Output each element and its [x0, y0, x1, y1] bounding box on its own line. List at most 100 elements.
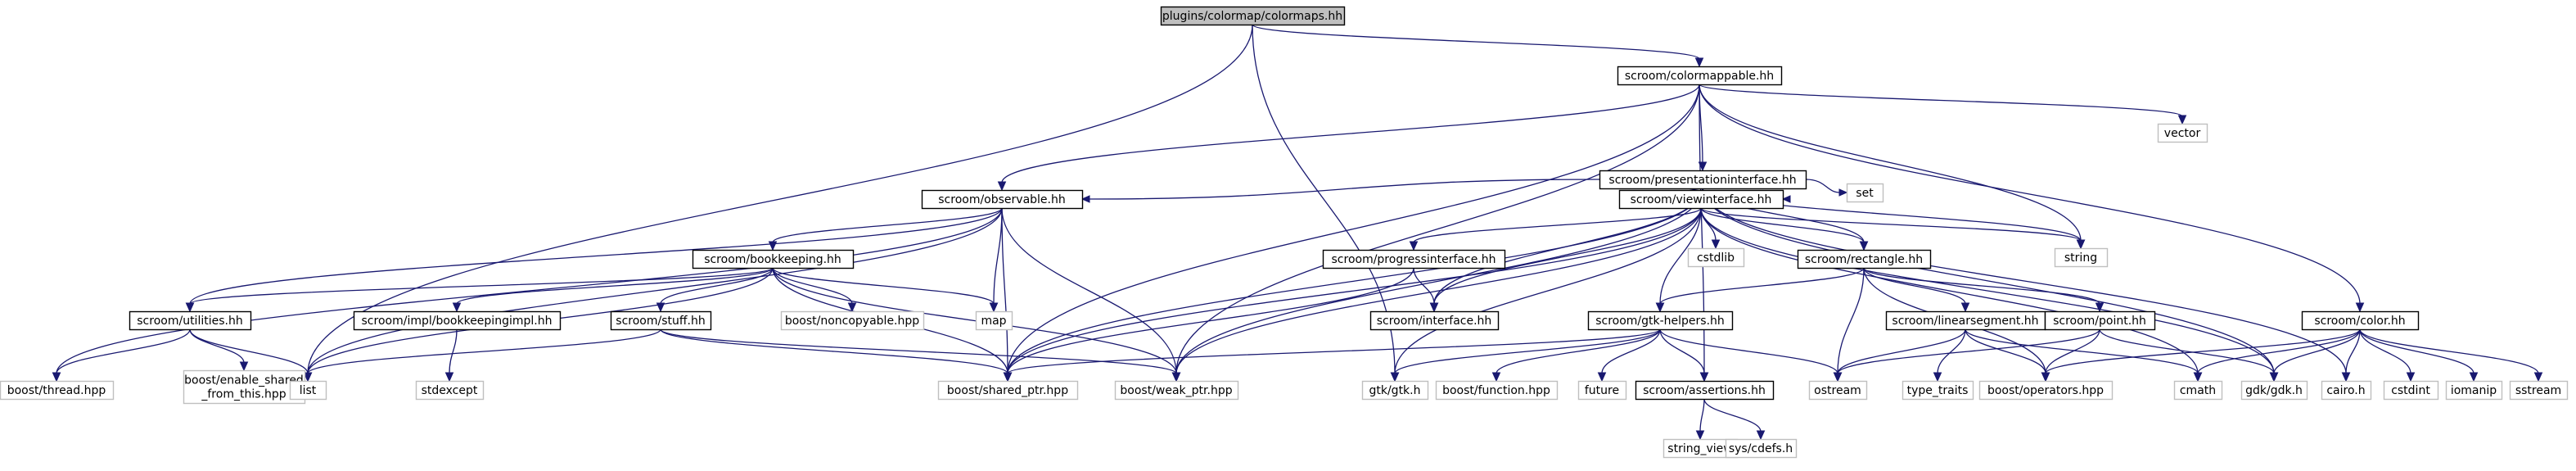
node-observable[interactable]: scroom/observable.hh: [921, 189, 1084, 210]
edge-color-to-cmath: [2197, 328, 2361, 374]
node-enableshared: boost/enable_shared_from_this.hpp: [183, 369, 306, 405]
node-utilities[interactable]: scroom/utilities.hh: [129, 310, 252, 331]
edge-bookkeeping-to-map: [772, 267, 995, 305]
edge-observable-to-threadhpp: [56, 207, 1003, 374]
node-box-typetraits: [1902, 380, 1974, 401]
node-rectangle[interactable]: scroom/rectangle.hh: [1797, 249, 1932, 269]
arrowhead-viewinterface-to-cstdlib: [1711, 239, 1721, 250]
node-box-point: [2044, 310, 2156, 331]
node-root[interactable]: plugins/colormap/colormaps.hh: [1160, 6, 1346, 26]
node-linearsegment[interactable]: scroom/linearsegment.hh: [1885, 310, 2046, 331]
node-label-gdkh: gdk/gdk.h: [2245, 384, 2303, 397]
node-sstream: sstream: [2509, 380, 2569, 401]
node-box-sstream: [2509, 380, 2569, 401]
node-bookkeeping[interactable]: scroom/bookkeeping.hh: [692, 249, 855, 269]
node-box-syscdefs: [1725, 438, 1798, 459]
node-point[interactable]: scroom/point.hh: [2044, 310, 2156, 331]
node-box-interface: [1369, 310, 1500, 331]
node-viewinterface[interactable]: scroom/viewinterface.hh: [1618, 189, 1784, 210]
node-label-assertions: scroom/assertions.hh: [1643, 384, 1766, 397]
edge-viewinterface-to-gtkhelpers: [1659, 207, 1702, 305]
node-box-presentationinterface: [1599, 170, 1807, 190]
node-box-future: [1577, 380, 1627, 401]
node-label-point: scroom/point.hh: [2053, 315, 2146, 328]
node-presentationinterface[interactable]: scroom/presentationinterface.hh: [1599, 170, 1807, 190]
node-gtkhelpers[interactable]: scroom/gtk-helpers.hh: [1587, 310, 1734, 331]
node-interface[interactable]: scroom/interface.hh: [1369, 310, 1500, 331]
node-label-cmath: cmath: [2180, 384, 2216, 397]
node-label-threadhpp: boost/thread.hpp: [7, 384, 106, 397]
edge-colormappable-to-vector: [1699, 84, 2183, 117]
edge-presentationinterface-to-weakptr: [1175, 188, 1703, 374]
node-box-cstdlib: [1687, 247, 1745, 268]
node-box-root: [1160, 6, 1346, 26]
edge-point-to-ostream: [1837, 328, 2100, 374]
edge-progressinterface-to-sharedptr: [1007, 267, 1414, 374]
node-colormappable[interactable]: scroom/colormappable.hh: [1617, 66, 1783, 86]
edge-viewinterface-to-gtkh: [1394, 207, 1702, 374]
node-box-gtkh: [1361, 380, 1429, 401]
edge-progressinterface-to-interface: [1413, 267, 1435, 305]
arrowhead-rectangle-to-point: [2095, 302, 2105, 313]
node-stringview: string_view: [1662, 438, 1739, 459]
edge-colormappable-to-color: [1699, 84, 2361, 305]
node-label-map: map: [981, 315, 1006, 328]
node-label-linearsegment: scroom/linearsegment.hh: [1892, 315, 2038, 328]
edge-color-to-cstdint: [2359, 328, 2411, 374]
node-box-threadhpp: [0, 380, 115, 401]
node-bookkeepingimpl[interactable]: scroom/impl/bookkeepingimpl.hh: [353, 310, 562, 331]
edge-point-to-gdkh: [2099, 328, 2275, 374]
arrowhead-bookkeeping-to-utilities: [185, 302, 195, 313]
edge-observable-to-map: [993, 207, 1003, 305]
node-label-noncopyable: boost/noncopyable.hpp: [785, 315, 919, 328]
node-cmath: cmath: [2173, 380, 2223, 401]
arrowhead-utilities-to-enableshared: [239, 361, 249, 372]
edge-linearsegment-to-cmath: [1965, 328, 2199, 374]
node-label-ostream: ostream: [1814, 384, 1861, 397]
edge-presentationinterface-to-sharedptr: [1007, 188, 1703, 374]
node-future: future: [1577, 380, 1627, 401]
edge-bookkeeping-to-bookkeepingimpl: [456, 267, 774, 305]
node-label-rectangle: scroom/rectangle.hh: [1805, 253, 1923, 266]
edge-bookkeeping-to-noncopyable: [772, 267, 853, 305]
node-label-string: string: [2064, 251, 2097, 265]
node-label-presentationinterface: scroom/presentationinterface.hh: [1608, 174, 1796, 187]
arrowhead-bookkeeping-to-noncopyable: [847, 302, 857, 313]
nodes-layer: plugins/colormap/colormaps.hh scroom/colo…: [0, 6, 2569, 459]
arrowhead-bookkeeping-to-map: [989, 302, 999, 313]
node-set: set: [1846, 183, 1884, 203]
edge-bookkeeping-to-stuff: [660, 267, 774, 305]
node-color[interactable]: scroom/color.hh: [2301, 310, 2420, 331]
arrowhead-colormappable-to-observable: [997, 181, 1007, 192]
edge-rectangle-to-point: [1863, 267, 2100, 305]
node-label-stuff: scroom/stuff.hh: [616, 315, 705, 328]
arrowhead-assertions-to-stringview: [1695, 430, 1705, 441]
node-box-ostream: [1808, 380, 1868, 401]
node-label-viewinterface: scroom/viewinterface.hh: [1631, 193, 1772, 206]
edge-color-to-iomanip: [2359, 328, 2474, 374]
node-stuff[interactable]: scroom/stuff.hh: [610, 310, 712, 331]
node-sharedptr: boost/shared_ptr.hpp: [937, 380, 1079, 401]
arrowhead-color-to-operators: [2041, 372, 2050, 383]
edge-point-to-operators: [2045, 328, 2100, 374]
arrowhead-viewinterface-to-progressinterface: [1409, 241, 1419, 251]
edge-observable-to-sharedptr: [1001, 207, 1008, 374]
edge-utilities-to-threadhpp: [56, 328, 191, 374]
node-label-observable: scroom/observable.hh: [938, 193, 1066, 206]
arrowhead-color-to-cstdint: [2406, 372, 2416, 383]
node-label-progressinterface: scroom/progressinterface.hh: [1332, 253, 1496, 266]
arrowhead-viewinterface-to-rectangle: [1859, 241, 1869, 251]
arrowhead-rectangle-to-gtkhelpers: [1655, 302, 1665, 313]
node-label-list: list: [300, 384, 317, 397]
node-label-cstdint: cstdint: [2391, 384, 2430, 397]
edge-stuff-to-list: [307, 328, 661, 374]
edge-gtkhelpers-to-future: [1601, 328, 1661, 374]
node-iomanip: iomanip: [2445, 380, 2503, 401]
node-assertions[interactable]: scroom/assertions.hh: [1635, 380, 1775, 401]
node-label-typetraits: type_traits: [1907, 384, 1969, 397]
arrowhead-presentationinterface-to-viewinterface: [1781, 195, 1791, 203]
node-progressinterface[interactable]: scroom/progressinterface.hh: [1322, 249, 1506, 269]
arrowhead-observable-to-bookkeeping: [768, 241, 778, 251]
arrowhead-stuff-to-weakptr: [1171, 372, 1181, 383]
arrowhead-gtkhelpers-to-assertions: [1699, 372, 1709, 383]
